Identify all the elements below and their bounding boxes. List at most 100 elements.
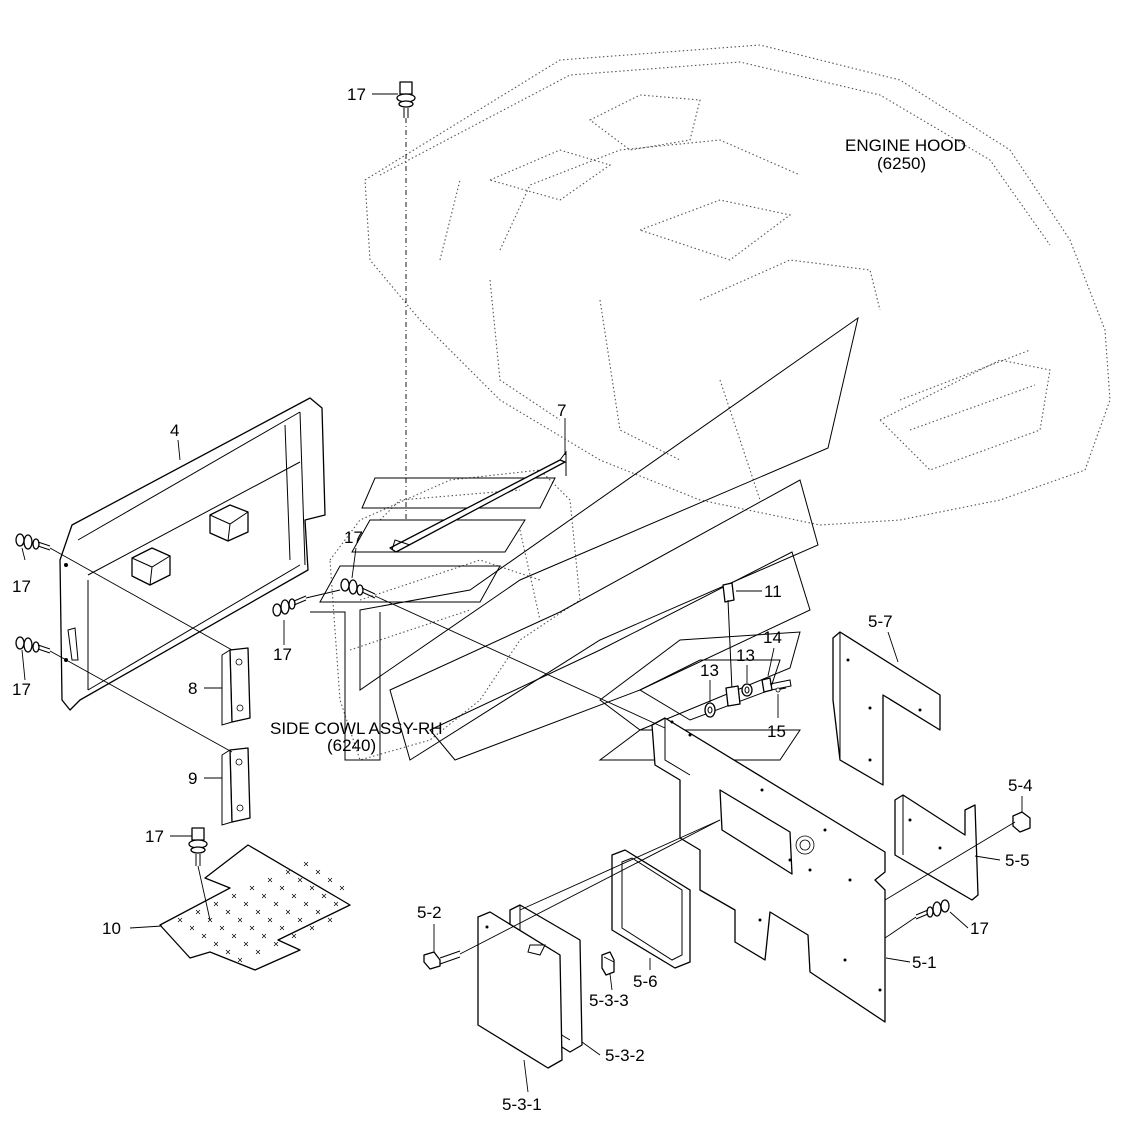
engine-hood-code: (6250) [877, 154, 926, 173]
callout-17-mid-b: 17 [273, 645, 292, 664]
callout-5-3-1: 5-3-1 [502, 1095, 542, 1114]
plate-perforation-mark [231, 933, 237, 939]
plate-perforation-mark [267, 877, 273, 883]
bolt-right-17 [915, 899, 950, 920]
bolt-mid-b-17 [272, 595, 307, 617]
callout-17-top: 17 [347, 85, 366, 104]
door-part-5-3-1 [477, 911, 563, 1069]
plate-perforation-mark [279, 885, 285, 891]
plate-perforation-mark [243, 941, 249, 947]
plate-perforation-mark [255, 949, 261, 955]
assembly-centerlines [49, 118, 1016, 963]
plate-perforation-mark [267, 917, 273, 923]
callout-9: 9 [188, 769, 197, 788]
plate-perforation-mark [219, 925, 225, 931]
plate-perforation-mark [291, 933, 297, 939]
plate-perforation-mark [303, 901, 309, 907]
callout-5-2: 5-2 [417, 903, 442, 922]
seal-part-5-6 [611, 849, 691, 969]
callout-5-3-2: 5-3-2 [605, 1046, 645, 1065]
cover-part-4 [59, 397, 326, 711]
bolt-left-upper-17 [15, 533, 51, 551]
callout-8: 8 [188, 679, 197, 698]
callout-14: 14 [763, 628, 782, 647]
bolt-left-lower-17 [15, 636, 51, 654]
callout-4: 4 [170, 421, 179, 440]
side-cowl-label: SIDE COWL ASSY-RH [270, 719, 443, 738]
plate-perforation-mark [309, 925, 315, 931]
plate-perforation-mark [285, 869, 291, 875]
callout-17-left-lower: 17 [12, 680, 31, 699]
pad-part-5-5 [894, 794, 979, 901]
pin-part-15 [775, 687, 787, 693]
pad-part-5-7 [832, 631, 941, 786]
plate-perforation-mark [315, 869, 321, 875]
callout-11: 11 [764, 582, 782, 601]
plate-perforation-mark [213, 901, 219, 907]
plate-perforation-mark [225, 949, 231, 955]
plate-perforation-mark [261, 893, 267, 899]
bolt-part-14 [761, 677, 792, 693]
bolt-plate-17 [188, 827, 208, 866]
plate-perforation-mark [273, 901, 279, 907]
plate-perforation-mark [261, 933, 267, 939]
bracket-part-9 [221, 747, 251, 826]
plate-perforation-mark [333, 901, 339, 907]
plate-perforation-mark [231, 893, 237, 899]
engine-hood-ghost [364, 44, 1111, 526]
plate-perforation-mark [303, 861, 309, 867]
callout-leaders [21, 93, 1023, 1093]
plate-perforation-mark [297, 917, 303, 923]
knob-part-5-3-3 [601, 951, 615, 976]
plate-perforation-mark [237, 957, 243, 963]
plate-part-10 [159, 844, 351, 971]
plate-perforation-mark [327, 877, 333, 883]
plate-perforation-mark [249, 925, 255, 931]
nut-part-5-4 [1012, 811, 1031, 833]
callout-17-plate: 17 [145, 827, 164, 846]
washer-part-13a [704, 702, 716, 718]
plate-perforation-mark [189, 925, 195, 931]
callout-15: 15 [767, 722, 786, 741]
bolt-mid-a-17 [340, 578, 376, 599]
callout-5-5: 5-5 [1005, 851, 1030, 870]
plate-perforation-mark [225, 909, 231, 915]
plate-perforation-mark [249, 885, 255, 891]
callout-17-mid-a: 17 [344, 528, 363, 547]
callout-5-4: 5-4 [1008, 776, 1033, 795]
callout-10: 10 [102, 919, 121, 938]
engine-hood-label: ENGINE HOOD [845, 136, 966, 155]
rod-part-7 [389, 450, 567, 553]
plate-perforation-mark [237, 917, 243, 923]
plate-perforation-mark [285, 909, 291, 915]
bar-part-11 [722, 582, 741, 707]
callout-5-7: 5-7 [868, 612, 893, 631]
callout-17-left-upper: 17 [12, 577, 31, 596]
callout-13a: 13 [700, 661, 719, 680]
callout-17-right: 17 [970, 919, 989, 938]
plate-perforation-mark [255, 909, 261, 915]
callout-5-3-3: 5-3-3 [589, 991, 629, 1010]
plate-perforation-mark [213, 941, 219, 947]
side-cowl-code: (6240) [327, 736, 376, 755]
callout-7: 7 [557, 401, 566, 420]
washer-part-13b [741, 683, 753, 697]
callout-labels: 17 4 7 17 17 17 17 8 9 17 10 11 13 13 14… [12, 85, 1033, 1114]
plate-perforation-mark [327, 917, 333, 923]
plate-perforation-mark [315, 909, 321, 915]
plate-perforation-mark [201, 933, 207, 939]
callout-13b: 13 [736, 646, 755, 665]
plate-perforation-mark [321, 893, 327, 899]
callout-5-6: 5-6 [633, 972, 658, 991]
panel-part-5-1 [651, 717, 886, 1023]
plate-perforation-mark [309, 885, 315, 891]
plate-perforation-mark [279, 925, 285, 931]
plate-perforation-mark [177, 917, 183, 923]
plate-perforation-mark [273, 941, 279, 947]
cowl-outline-strokes [310, 316, 859, 761]
bracket-part-8 [221, 647, 251, 726]
callout-5-1: 5-1 [912, 953, 937, 972]
bolt-top-17 [396, 81, 416, 118]
